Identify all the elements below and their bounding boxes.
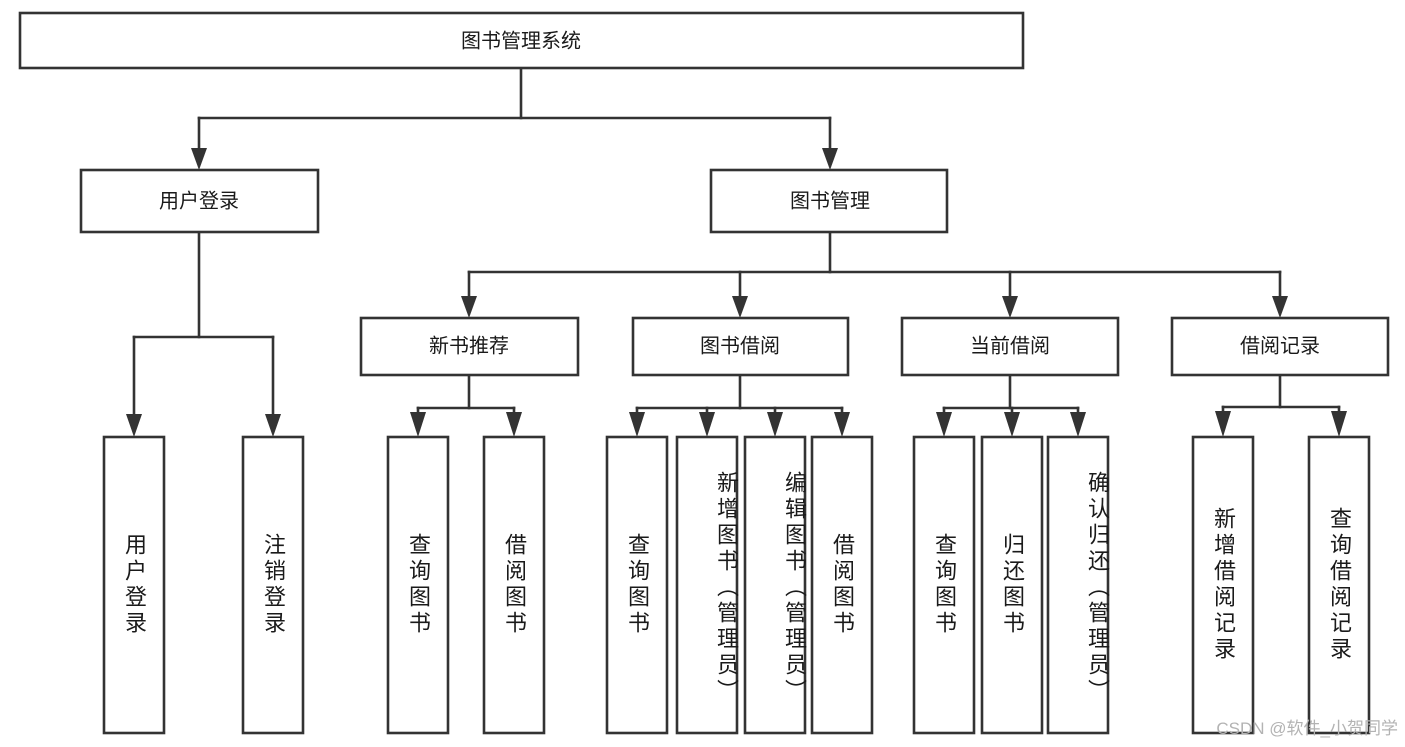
- arrow-head-current-leaf-2: [1004, 412, 1020, 437]
- node-borrow-record[interactable]: 借阅记录: [1170, 316, 1390, 377]
- leaf-borrow-1-box[interactable]: [605, 435, 669, 735]
- watermark-label: CSDN @软件_小贺同学: [1216, 719, 1398, 738]
- node-current-borrow-box[interactable]: [900, 316, 1120, 377]
- edge-group-newbook: [410, 373, 522, 437]
- node-user-login[interactable]: 用户登录: [79, 168, 320, 234]
- arrow-head-record-leaf-1: [1215, 411, 1231, 437]
- leaf-borrow-4[interactable]: [810, 435, 874, 735]
- leaf-newbook-1[interactable]: [386, 435, 450, 735]
- arrow-head-record-leaf-2: [1331, 411, 1347, 437]
- leaf-borrow-3-box[interactable]: [743, 435, 807, 735]
- leaf-current-2[interactable]: [980, 435, 1044, 735]
- leaf-user-login-1-box[interactable]: [102, 435, 166, 735]
- edge-group-record: [1215, 373, 1347, 437]
- leaf-current-2-box[interactable]: [980, 435, 1044, 735]
- edge-group-userlogin: [126, 230, 281, 437]
- node-book-borrow-box[interactable]: [631, 316, 850, 377]
- node-root[interactable]: 图书管理系统: [18, 11, 1025, 70]
- node-book-management[interactable]: 图书管理: [709, 168, 949, 234]
- leaf-user-login-1[interactable]: [102, 435, 166, 735]
- node-user-login-box[interactable]: [79, 168, 320, 234]
- leaf-current-1-box[interactable]: [912, 435, 976, 735]
- leaf-user-login-2[interactable]: [241, 435, 305, 735]
- node-book-management-box[interactable]: [709, 168, 949, 234]
- leaf-current-1[interactable]: [912, 435, 976, 735]
- node-borrow-record-label: 借阅记录: [1240, 334, 1320, 357]
- leaf-record-1[interactable]: [1191, 435, 1255, 735]
- arrow-head-user-leaf-2: [265, 414, 281, 437]
- node-new-book-recommend[interactable]: 新书推荐: [359, 316, 580, 377]
- arrow-head-level2-4: [1272, 296, 1288, 318]
- node-book-management-label: 图书管理: [790, 189, 870, 212]
- node-book-borrow[interactable]: 图书借阅: [631, 316, 850, 377]
- node-book-borrow-label: 图书借阅: [700, 334, 780, 357]
- leaf-record-1-box[interactable]: [1191, 435, 1255, 735]
- arrow-head-borrow-leaf-2: [699, 412, 715, 437]
- leaf-user-login-2-box[interactable]: [241, 435, 305, 735]
- node-new-book-recommend-label: 新书推荐: [429, 334, 509, 357]
- edge-group-bookmgmt: [461, 230, 1288, 318]
- edge-group-current: [936, 373, 1086, 437]
- node-root-label: 图书管理系统: [461, 29, 581, 52]
- edge-group-borrow: [629, 373, 850, 437]
- leaf-record-2-box[interactable]: [1307, 435, 1371, 735]
- arrow-head-userlogin: [191, 148, 207, 170]
- arrow-head-newbook-leaf-2: [506, 412, 522, 437]
- leaf-borrow-3[interactable]: [743, 435, 807, 735]
- leaf-newbook-2[interactable]: [482, 435, 546, 735]
- arrow-head-level2-1: [461, 296, 477, 318]
- node-borrow-record-box[interactable]: [1170, 316, 1390, 377]
- arrow-head-borrow-leaf-4: [834, 412, 850, 437]
- leaf-borrow-2-box[interactable]: [675, 435, 739, 735]
- node-user-login-label: 用户登录: [159, 189, 239, 212]
- arrow-head-current-leaf-1: [936, 412, 952, 437]
- arrow-head-level2-3: [1002, 296, 1018, 318]
- node-new-book-recommend-box[interactable]: [359, 316, 580, 377]
- arrow-head-newbook-leaf-1: [410, 412, 426, 437]
- leaf-record-2[interactable]: [1307, 435, 1371, 735]
- arrow-head-borrow-leaf-1: [629, 412, 645, 437]
- arrow-head-borrow-leaf-3: [767, 412, 783, 437]
- leaf-newbook-2-box[interactable]: [482, 435, 546, 735]
- arrow-head-bookmgmt: [822, 148, 838, 170]
- leaf-current-3-box[interactable]: [1046, 435, 1110, 735]
- arrow-head-level2-2: [732, 296, 748, 318]
- leaf-borrow-4-box[interactable]: [810, 435, 874, 735]
- node-current-borrow[interactable]: 当前借阅: [900, 316, 1120, 377]
- leaf-newbook-1-box[interactable]: [386, 435, 450, 735]
- arrow-head-user-leaf-1: [126, 414, 142, 437]
- arrow-head-current-leaf-3: [1070, 412, 1086, 437]
- leaf-current-3[interactable]: [1046, 435, 1110, 735]
- leaf-borrow-2[interactable]: [675, 435, 739, 735]
- node-current-borrow-label: 当前借阅: [970, 334, 1050, 357]
- leaf-borrow-1[interactable]: [605, 435, 669, 735]
- edge-group-root: [191, 66, 838, 170]
- node-root-box[interactable]: [18, 11, 1025, 70]
